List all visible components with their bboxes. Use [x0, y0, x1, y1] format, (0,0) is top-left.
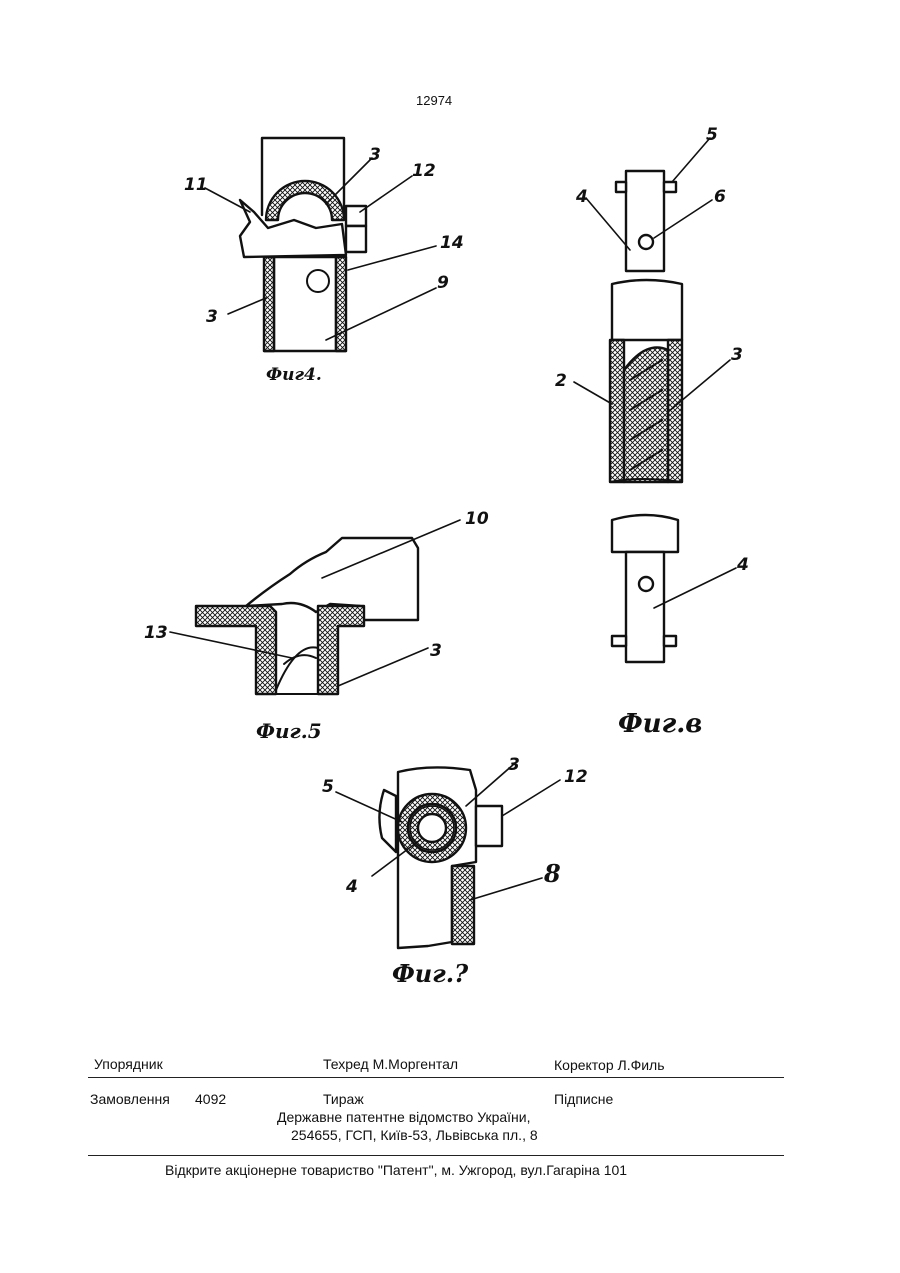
- fig4-leader-12: [360, 176, 412, 212]
- fig7-label-5: 5: [322, 777, 334, 797]
- fig6-top-pin-rod: [626, 171, 664, 271]
- fig4-label-14: 14: [440, 233, 464, 253]
- fig4-wall-right: [336, 257, 346, 351]
- fig4-label-3a: 3: [369, 145, 381, 165]
- fig4-leader-3a: [326, 158, 372, 204]
- footer-order-number: 4092: [195, 1091, 226, 1107]
- fig4-label-11: 11: [184, 175, 208, 195]
- fig6-label-4a: 4: [575, 187, 588, 207]
- fig4-label-3b: 3: [206, 307, 218, 327]
- fig7-caption: Фиг.?: [392, 959, 469, 988]
- footer-subscription: Підписне: [554, 1091, 613, 1107]
- fig5-inner-bore: [276, 626, 318, 694]
- figure-5: [170, 520, 460, 694]
- footer-office-line2: 254655, ГСП, Київ-53, Львівська пл., 8: [291, 1127, 538, 1143]
- footer-office-line1: Державне патентне відомство України,: [277, 1109, 531, 1125]
- fig4-caption: Фиг4.: [266, 365, 322, 385]
- fig6-lower-rod: [626, 552, 664, 662]
- figure-4-labels: 3 12 11 14 3 9 Фиг4.: [184, 145, 464, 385]
- fig6-spiral-core: [624, 348, 668, 483]
- fig4-bolt-2: [346, 226, 366, 252]
- footer-techred: Техред М.Моргентал: [323, 1056, 458, 1072]
- fig7-side-flap: [379, 790, 396, 852]
- fig7-label-12: 12: [564, 767, 588, 787]
- fig4-leader-11: [205, 188, 250, 212]
- fig7-tube-wall: [452, 866, 474, 944]
- fig6-leader-2: [574, 382, 612, 404]
- fig7-label-8: 8: [543, 859, 561, 888]
- fig5-leader-3: [338, 648, 428, 686]
- fig6-label-3: 3: [731, 345, 743, 365]
- figure-7: [336, 764, 560, 948]
- figure-6: [574, 138, 736, 662]
- fig7-leader-12: [502, 780, 560, 816]
- fig4-wall-left: [264, 257, 274, 351]
- fig7-ring-core: [418, 814, 446, 842]
- fig6-tube-top: [612, 280, 682, 340]
- footer-publisher: Відкрите акціонерне товариство "Патент",…: [165, 1162, 627, 1178]
- fig7-leader-8: [470, 878, 542, 900]
- fig6-label-6: 6: [714, 187, 726, 207]
- fig6-wall-left: [610, 340, 624, 482]
- footer-corrector: Коректор Л.Филь: [554, 1057, 665, 1073]
- footer-compiler: Упорядник: [94, 1056, 163, 1072]
- fig4-label-9: 9: [437, 273, 449, 293]
- footer-print-run: Тираж: [323, 1091, 364, 1107]
- fig5-caption: Фиг.5: [256, 719, 322, 743]
- fig5-wave: [276, 647, 318, 690]
- fig6-label-5: 5: [706, 125, 718, 145]
- fig6-caption: Фиг.в: [618, 709, 702, 739]
- figure-4: [205, 138, 436, 351]
- fig6-label-4b: 4: [736, 555, 749, 575]
- footer-divider-1: [88, 1077, 784, 1078]
- fig6-leader-4b: [654, 568, 736, 608]
- fig5-tee-hatch-right: [318, 606, 364, 694]
- fig6-leader-4a: [586, 198, 630, 250]
- fig5-label-10: 10: [465, 509, 489, 529]
- fig5-tee-hatch: [196, 606, 276, 694]
- fig6-lower-cap: [612, 515, 678, 552]
- fig4-label-12: 12: [412, 161, 436, 181]
- fig6-label-2: 2: [555, 371, 567, 391]
- fig5-wave2: [284, 655, 316, 664]
- fig4-semicircle-hatch: [266, 181, 344, 220]
- fig7-bolt: [476, 806, 502, 846]
- fig5-label-3: 3: [430, 641, 442, 661]
- footer-order-label: Замовлення: [90, 1091, 170, 1107]
- fig7-label-4: 4: [345, 877, 358, 897]
- fig4-pin: [307, 270, 329, 292]
- fig6-leader-5: [672, 138, 710, 182]
- fig5-label-13: 13: [144, 623, 168, 643]
- fig7-label-3: 3: [508, 755, 520, 775]
- fig4-leader-3b: [228, 298, 266, 314]
- footer-divider-2: [88, 1155, 784, 1156]
